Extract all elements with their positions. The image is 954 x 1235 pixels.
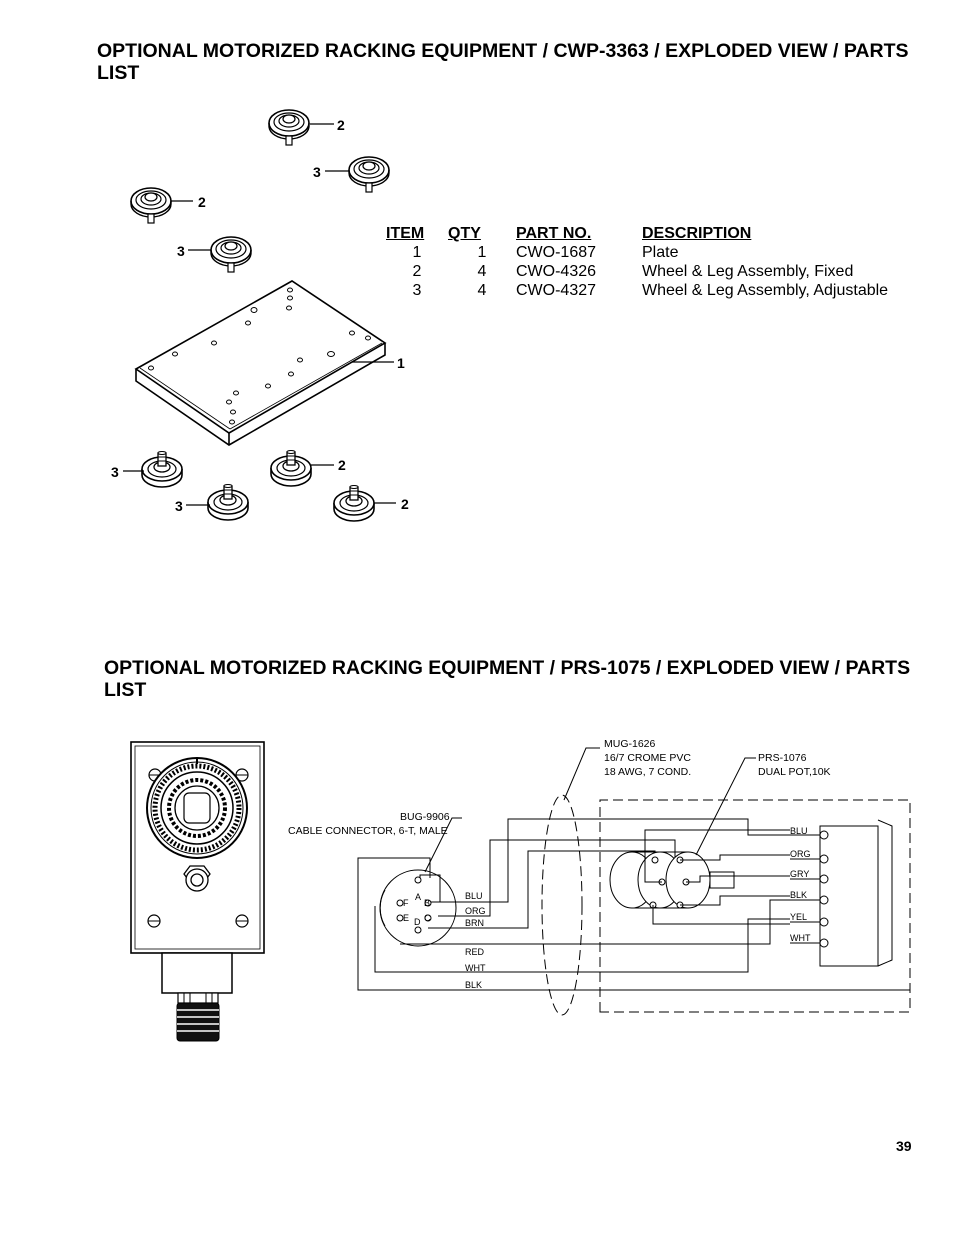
pin-b: B <box>424 898 430 908</box>
term-label-org: ORG <box>790 849 811 859</box>
col-qty: QTY <box>448 225 481 242</box>
cable-spec-1: 16/7 CROME PVC <box>604 752 691 764</box>
col-item: ITEM <box>386 225 425 242</box>
wire-label-org: ORG <box>465 906 486 916</box>
pin-e: E <box>403 913 409 923</box>
term-label-blk: BLK <box>790 890 807 900</box>
callout-2a: 2 <box>337 117 345 133</box>
cable-spec-2: 18 AWG, 7 COND. <box>604 766 691 778</box>
wire-label-blk: BLK <box>465 980 482 990</box>
callout-2d: 2 <box>401 496 409 512</box>
wire-label-blu: BLU <box>465 891 483 901</box>
wire-label-brn: BRN <box>465 918 484 928</box>
plate-exploded-view: 2 3 2 3 1 3 2 3 2 <box>111 109 409 522</box>
term-label-wht: WHT <box>790 933 811 943</box>
pin-a: A <box>415 892 421 902</box>
table-row: 3 4 CWO-4327 Wheel & Leg Assembly, Adjus… <box>412 282 889 299</box>
callout-2c: 2 <box>338 457 346 473</box>
section1-title: OPTIONAL MOTORIZED RACKING EQUIPMENT / C… <box>97 40 909 84</box>
pin-f: F <box>403 898 409 908</box>
callout-1: 1 <box>397 355 405 371</box>
col-part: PART NO. <box>516 225 592 242</box>
term-label-yel: YEL <box>790 912 807 922</box>
plate-drawing <box>134 280 387 446</box>
callout-3c: 3 <box>111 464 119 480</box>
cable-part-number: MUG-1626 <box>604 738 656 750</box>
connector-spec: CABLE CONNECTOR, 6-T, MALE <box>288 825 448 837</box>
parts-list-table: ITEM QTY PART NO. DESCRIPTION 1 1 CWO-16… <box>386 224 912 300</box>
wire-label-wht: WHT <box>465 963 486 973</box>
term-label-gry: GRY <box>790 869 809 879</box>
callout-3b: 3 <box>177 243 185 259</box>
pendant-controller <box>130 741 265 1042</box>
callout-2b: 2 <box>198 194 206 210</box>
pin-d: D <box>414 917 421 927</box>
col-desc: DESCRIPTION <box>642 225 752 242</box>
term-label-blu: BLU <box>790 826 808 836</box>
wire-label-red: RED <box>465 947 485 957</box>
callout-3d: 3 <box>175 498 183 514</box>
pot-spec: DUAL POT,10K <box>758 766 831 778</box>
pot-part-number: PRS-1076 <box>758 752 807 764</box>
table-row: 1 1 CWO-1687 Plate <box>412 244 679 261</box>
connector-part-number: BUG-9906 <box>400 811 450 823</box>
callout-3a: 3 <box>313 164 321 180</box>
pin-c: C <box>424 913 431 923</box>
section2-title: OPTIONAL MOTORIZED RACKING EQUIPMENT / P… <box>104 657 911 701</box>
table-row: 2 4 CWO-4326 Wheel & Leg Assembly, Fixed <box>412 263 854 280</box>
page-number: 39 <box>896 1138 912 1154</box>
